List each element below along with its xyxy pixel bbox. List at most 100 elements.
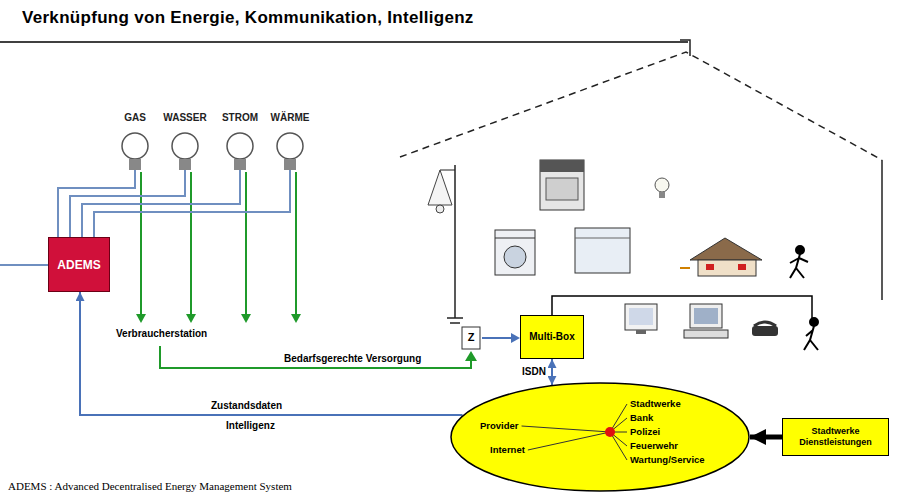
ceiling-lamp [440, 170, 455, 171]
supply-arrows [295, 172, 297, 316]
washing-machine-icon [504, 246, 526, 268]
computer-icon [690, 304, 722, 328]
telephone-icon [752, 326, 778, 336]
house-outline [454, 165, 456, 318]
computer-icon [684, 330, 728, 338]
arrow-head [511, 333, 520, 343]
house-outline [680, 40, 690, 56]
bulb-glass [122, 133, 148, 159]
connector-label: Zustandsdaten [210, 400, 283, 412]
arrow-heads [241, 314, 251, 323]
heat-meter: WÄRME [267, 112, 313, 170]
box-label: ADEMS [57, 258, 100, 272]
hub-dot [605, 427, 615, 437]
ceiling-lamp [428, 170, 455, 213]
service-box: Stadtwerke Dienstleistungen [782, 418, 889, 456]
washing-machine-icon [495, 238, 535, 239]
service-item: Polizei [630, 426, 660, 438]
arrow-heads [291, 314, 301, 323]
meter-link [482, 337, 512, 339]
bulb-base [284, 159, 296, 170]
person-figure [804, 326, 818, 350]
stove-icon [540, 160, 584, 172]
computer-icon [694, 308, 718, 324]
flow-label: Bedarfsgerechte Versorgung [283, 353, 422, 365]
supply-arrows [190, 172, 192, 316]
supply-arrows [245, 172, 247, 316]
bulb-glass [172, 133, 198, 159]
ceiling-lamp [436, 205, 444, 213]
meter-label: WÄRME [267, 112, 313, 124]
data-wire [552, 296, 812, 318]
header-rule [0, 41, 688, 43]
monitor-icon [625, 304, 657, 334]
house-outline [881, 160, 883, 300]
multi-box: Multi-Box [520, 315, 584, 359]
person-figure [790, 246, 808, 278]
stove-icon [540, 160, 584, 210]
flow-label: Intelligenz [225, 420, 276, 432]
service-network: StadtwerkeBankPolizeiFeuerwehrWartung/Se… [450, 382, 750, 492]
caption-text: ADEMS : Advanced Decentralised Energy Ma… [8, 480, 292, 492]
house-outline [400, 52, 882, 160]
washing-machine-icon [495, 230, 535, 275]
connector [551, 359, 553, 385]
supply-arrows [140, 172, 142, 316]
power-meter: STROM [217, 112, 263, 170]
ceiling-lamp [428, 170, 452, 205]
arrow-heads [136, 314, 301, 323]
supply-line [0, 264, 48, 266]
bulb-glass [227, 133, 253, 159]
person-figure [796, 246, 804, 254]
light-bulb-icon [655, 178, 669, 192]
person-figure [804, 318, 818, 350]
station-label: Verbraucherstation [115, 328, 208, 340]
arrow-heads [186, 314, 196, 323]
connector [82, 170, 240, 237]
bulb-glass [277, 133, 303, 159]
service-item: Provider [480, 420, 519, 432]
diagram-title: Verknüpfung von Energie, Kommunikation, … [22, 8, 474, 28]
meter-label: GAS [112, 112, 158, 124]
connector-label: ISDN [521, 366, 547, 378]
box-label: Multi-Box [529, 331, 575, 343]
connector [80, 292, 463, 415]
bulb-base [234, 159, 246, 170]
leader-line [522, 426, 610, 432]
ellipse-outline [450, 382, 750, 492]
gas-meter: GAS [112, 112, 158, 170]
light-bulb-icon [655, 178, 669, 198]
ellipse-shape [451, 383, 749, 491]
alarm-house-icon [706, 264, 714, 270]
connector [94, 170, 290, 237]
meter-symbol [462, 327, 480, 349]
monitor-icon [629, 308, 653, 325]
telephone-icon [752, 322, 778, 336]
leader-line [528, 432, 610, 450]
control-unit: ADEMS [48, 237, 110, 292]
meter-label: WASSER [161, 112, 209, 124]
fridge-icon [575, 228, 630, 273]
service-item: Bank [630, 412, 653, 424]
water-meter: WASSER [161, 112, 209, 170]
supply-route [160, 346, 471, 368]
service-item: Feuerwehr [630, 440, 678, 452]
house-outline [447, 317, 463, 319]
telephone-icon [754, 322, 776, 326]
person-figure [810, 318, 818, 326]
arrow-head [465, 351, 477, 361]
box-label: Stadtwerke Dienstleistungen [787, 426, 884, 448]
connector [750, 435, 782, 440]
bulb-base [179, 159, 191, 170]
meter-label: STROM [217, 112, 263, 124]
service-item: Internet [490, 444, 525, 456]
washing-machine-icon [495, 230, 535, 275]
alarm-house-icon [690, 238, 762, 260]
meter-letter: Z [462, 331, 480, 343]
monitor-icon [625, 304, 657, 330]
monitor-icon [636, 330, 646, 334]
